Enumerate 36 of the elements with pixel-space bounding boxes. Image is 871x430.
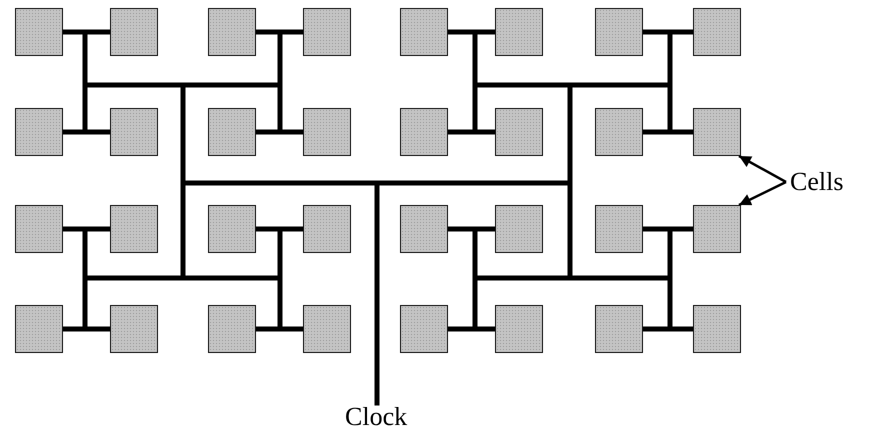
cell-square	[303, 205, 351, 253]
cell-square	[400, 205, 448, 253]
cell-square	[595, 305, 643, 353]
cell-square	[15, 205, 63, 253]
cell-square	[693, 8, 741, 56]
cell-square	[15, 305, 63, 353]
cell-square	[110, 205, 158, 253]
cell-square	[595, 8, 643, 56]
cell-square	[208, 205, 256, 253]
cell-square	[595, 205, 643, 253]
callout-label: Cells	[790, 168, 844, 196]
cell-square	[495, 108, 543, 156]
cell-square	[495, 305, 543, 353]
cell-square	[208, 305, 256, 353]
cell-square	[303, 8, 351, 56]
cell-square	[693, 305, 741, 353]
cell-square	[15, 8, 63, 56]
leader-arrow	[738, 180, 787, 206]
cell-square	[595, 108, 643, 156]
cell-square	[693, 108, 741, 156]
cell-square	[303, 305, 351, 353]
cell-square	[110, 8, 158, 56]
cell-square	[208, 108, 256, 156]
cell-square	[495, 205, 543, 253]
cell-square	[400, 305, 448, 353]
cell-square	[208, 8, 256, 56]
leader-arrow	[738, 154, 787, 184]
cell-square	[303, 108, 351, 156]
cell-square	[400, 8, 448, 56]
cell-square	[110, 305, 158, 353]
cell-square	[110, 108, 158, 156]
cell-square	[693, 205, 741, 253]
cell-square	[495, 8, 543, 56]
clock-label: Clock	[345, 403, 408, 430]
cell-square	[400, 108, 448, 156]
cell-square	[15, 108, 63, 156]
